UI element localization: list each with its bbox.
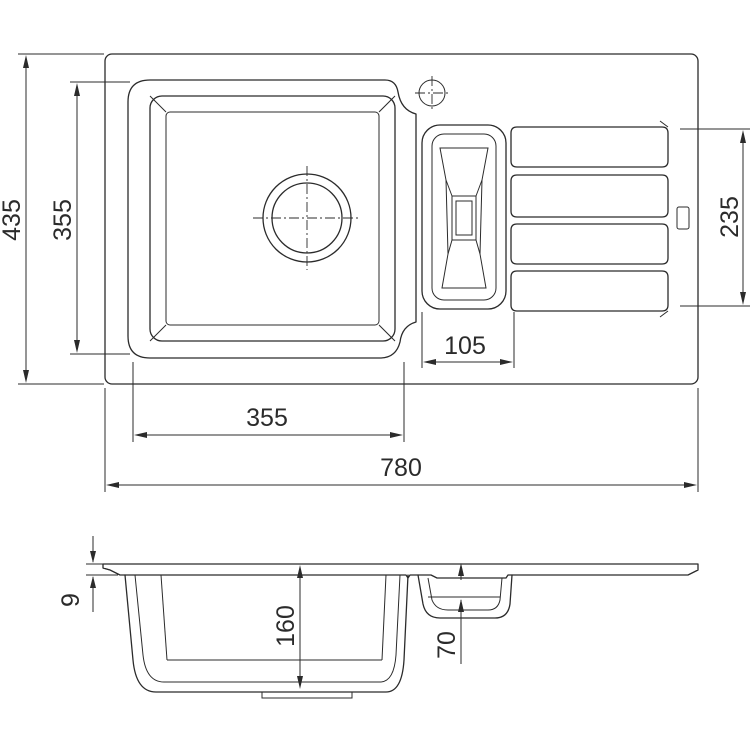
main-bowl-outer bbox=[127, 79, 417, 359]
dim-label-bowl-depth: 160 bbox=[272, 605, 300, 647]
dimension-small-bowl-depth: 70 bbox=[433, 563, 464, 664]
dim-label-small-bowl-depth: 70 bbox=[433, 631, 461, 659]
top-view bbox=[104, 53, 699, 385]
main-bowl-section bbox=[124, 574, 409, 693]
dim-label-overall-width: 780 bbox=[380, 454, 422, 482]
deck-profile bbox=[102, 563, 699, 579]
dim-label-bowl-width: 355 bbox=[246, 404, 288, 432]
dim-label-rim-thickness: 9 bbox=[57, 593, 85, 607]
dimension-overall-width: 780 bbox=[104, 388, 699, 492]
sink-outline bbox=[104, 53, 699, 385]
dimension-bowl-width: 355 bbox=[132, 362, 405, 442]
dimension-overall-depth: 435 bbox=[0, 53, 104, 385]
dim-label-bowl-length: 355 bbox=[49, 199, 77, 241]
side-view bbox=[102, 563, 699, 699]
dim-label-overall-depth: 435 bbox=[0, 199, 26, 241]
dimension-drainer-length: 235 bbox=[680, 128, 750, 307]
dimension-bowl-depth: 160 bbox=[272, 565, 303, 689]
dimension-rim-thickness: 9 bbox=[57, 536, 118, 612]
main-bowl-inner bbox=[149, 95, 396, 342]
main-bowl-floor bbox=[165, 111, 380, 326]
dimension-small-bowl-width: 105 bbox=[421, 312, 515, 368]
tap-hole bbox=[415, 76, 449, 110]
drainer-grooves bbox=[510, 120, 669, 318]
overflow-slot bbox=[676, 206, 690, 230]
dim-label-drainer-length: 235 bbox=[716, 196, 744, 238]
small-bowl bbox=[421, 124, 507, 310]
small-bowl-section bbox=[417, 574, 513, 619]
drain-outlet bbox=[261, 691, 353, 699]
main-drain bbox=[253, 166, 361, 270]
dim-label-small-bowl-width: 105 bbox=[444, 332, 486, 360]
dimension-bowl-length: 355 bbox=[49, 81, 130, 355]
